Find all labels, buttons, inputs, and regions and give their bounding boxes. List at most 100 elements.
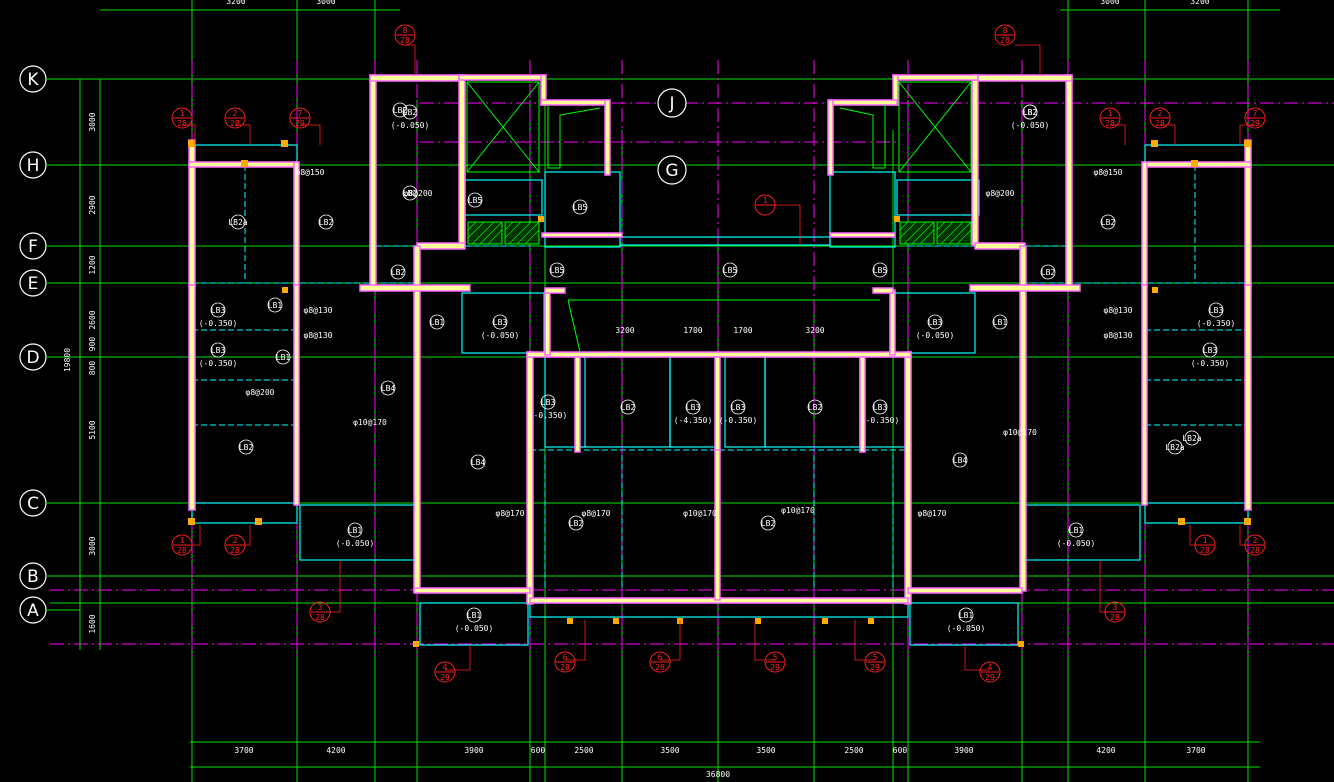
section-mark-number: 3 [318,603,323,612]
section-mark-number: 8 [1003,26,1008,35]
slab-tag-label: LB3 [873,403,888,412]
top-dimension: 3200 [1190,0,1209,6]
slab-tag: LB3(-4.350) [674,399,713,425]
slab-tag-label: LB1 [467,611,482,620]
section-mark: 228 [1149,107,1171,129]
center-dimension: 1700 [683,326,702,335]
rebar-note: φ8@200 [246,388,275,397]
bottom-dimension: 600 [893,746,908,755]
grid-axis-bubble-j: J [657,88,687,118]
grid-axis-label: E [28,274,39,294]
slab-tag-elevation: (-0.050) [391,121,430,130]
slab-tag-label: LB5 [723,266,738,275]
slab-tag: LB3(-0.350) [199,342,238,368]
bottom-dimension: 3700 [234,746,253,755]
top-dimension: 3200 [226,0,245,6]
slab-tag-label: LB3 [928,318,943,327]
slab-tag: LB3(-0.050) [481,314,519,340]
slab-tag-elevation: (-0.350) [529,411,568,420]
grid-axis-label: A [27,601,39,621]
slab-tag-label: LB1 [959,611,974,620]
section-mark-sheet: 28 [655,663,665,672]
slab-tag-label: LB3 [731,403,746,412]
slab-tag-elevation: (-0.350) [199,319,238,328]
grid-axis-label: K [27,70,39,90]
slab-tag-elevation: (-0.050) [947,624,986,633]
slab-tag-label: LB5 [573,203,588,212]
section-mark: 128 [1194,534,1216,556]
slab-tag: LB5 [872,262,887,278]
slab-tag-elevation: (-0.050) [916,331,955,340]
grid-axis-bubble-a: A [19,596,80,624]
center-dimension: 3200 [615,326,634,335]
rebar-note: φ8@130 [1104,331,1133,340]
slab-tag: LB5 [549,262,565,278]
slab-tag-label: LB2 [319,218,334,227]
slab-tag: LB5 [572,199,588,215]
slab-tag-elevation: (-0.350) [199,359,238,368]
rebar-note: φ8@150 [296,168,325,177]
slab-tag-label: LB4 [471,458,486,467]
left-dimension: 2600 [88,310,97,329]
section-mark-sheet: 29 [985,673,995,682]
slab-tag: LB1 [267,297,282,313]
slab-tag-label: LB5 [550,266,565,275]
section-mark: 328 [309,601,331,623]
slab-tag-elevation: (-0.350) [1197,319,1236,328]
left-dimension: 1600 [88,614,97,633]
section-mark-number: 5 [873,653,878,662]
center-dimension: 3200 [805,326,824,335]
section-mark: 628 [649,651,671,673]
slab-tag: LB2 [760,515,776,531]
section-mark: 228 [224,534,246,556]
section-mark-sheet: 28 [230,119,240,128]
slab-tag-label: LB2 [1023,108,1038,117]
section-mark-sheet: 28 [315,613,325,622]
slab-tag-label: LB3 [541,398,556,407]
slab-tag: LB5 [467,192,482,208]
section-mark-sheet: 28 [230,546,240,555]
grid-axis-bubble-g: G [657,155,687,185]
hatched-blocks [467,221,972,245]
section-mark-number: 1 [180,536,185,545]
slab-tag: LB2 [392,102,408,118]
slab-tag: LB1 (-0.050) [336,522,375,548]
slab-tag-label: LB2 [1101,218,1116,227]
section-mark-number: 5 [773,653,778,662]
left-dimension: 800 [88,361,97,376]
section-mark-number: 1 [763,196,768,205]
slab-tag: LB1 [992,314,1007,330]
rebar-note: φ8@150 [1094,168,1123,177]
bottom-dimension: 3700 [1186,746,1205,755]
slab-tag-label: LB3 [493,318,508,327]
slab-tag: LB2 (-0.050) [391,104,430,130]
left-dimension: 2900 [88,195,97,214]
slab-tag-label: LB2a [228,218,247,227]
slab-tag-elevation: (-0.050) [336,539,375,548]
bottom-dimension: 3900 [954,746,973,755]
section-mark-sheet: 29 [440,673,450,682]
slab-tag: LB1 [429,314,444,330]
section-mark-sheet: 28 [1200,546,1210,555]
slab-tag-elevation: (-4.350) [674,416,713,425]
slab-tag-label: LB3 [1209,306,1224,315]
section-mark-number: 8 [403,26,408,35]
rebar-note: φ10@170 [353,418,387,427]
section-mark-sheet: 28 [560,663,570,672]
slab-tag-elevation: (-0.350) [719,416,758,425]
section-mark-number: 4 [988,663,993,672]
section-mark-number: 4 [443,663,448,672]
slab-tag-label: LB2a [1165,443,1184,452]
slab-tag: LB2a [1165,439,1185,455]
slab-tag-label: LB2 [761,519,776,528]
slab-tag-label: LB2 [393,106,408,115]
section-mark: 828 [994,24,1016,46]
grid-axis-label: H [27,156,40,176]
grid-axis-label: G [665,161,678,181]
slab-tag-label: LB1 [348,526,363,535]
section-mark-number: 6 [658,653,663,662]
slab-tag-label: LB1 [276,353,291,362]
